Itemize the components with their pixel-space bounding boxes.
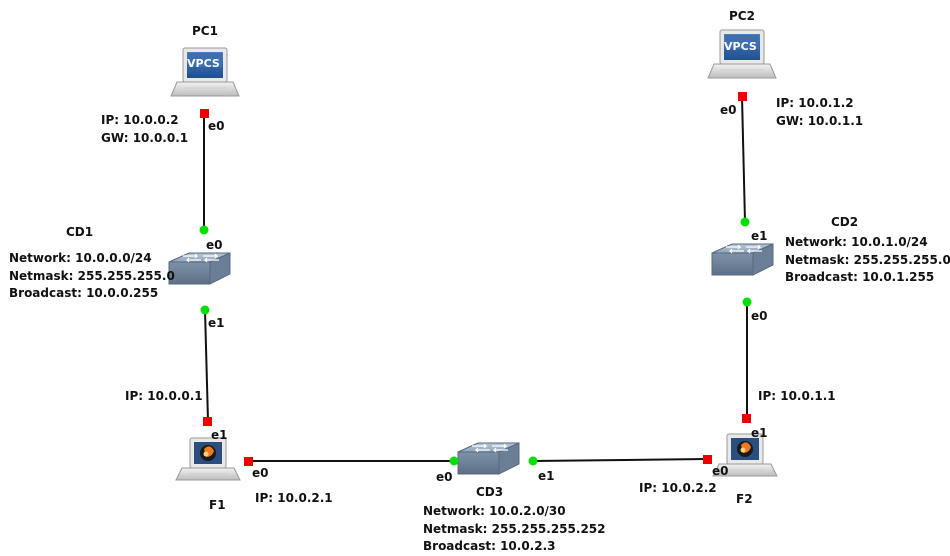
cd3-info: Network: 10.0.2.0/30 Netmask: 255.255.25…	[423, 503, 606, 556]
cd3-netmask: Netmask: 255.255.255.252	[423, 521, 606, 536]
cd3-switch[interactable]	[457, 442, 520, 475]
cd1-info: Network: 10.0.0.0/24 Netmask: 255.255.25…	[9, 250, 175, 303]
cd2-info: Network: 10.0.1.0/24 Netmask: 255.255.25…	[785, 234, 950, 287]
pc2-node[interactable]	[707, 29, 777, 79]
port-status-stopped	[738, 92, 747, 101]
pc2-info: IP: 10.0.1.2 GW: 10.0.1.1	[776, 95, 863, 130]
port-status-started	[528, 456, 538, 466]
port-label: e0	[252, 466, 269, 480]
port-status-stopped	[200, 109, 209, 118]
port-label: e1	[208, 316, 225, 330]
port-label: e0	[206, 238, 223, 252]
f1-ip-e0: IP: 10.0.2.1	[255, 491, 333, 505]
pc1-info: IP: 10.0.0.2 GW: 10.0.0.1	[101, 112, 188, 147]
pc1-ip: IP: 10.0.0.2	[101, 113, 179, 127]
port-label: e1	[751, 229, 768, 243]
pc2-name: PC2	[729, 9, 755, 23]
pc1-name: PC1	[192, 24, 218, 38]
pc2-gw: GW: 10.0.1.1	[776, 113, 864, 128]
links-layer	[203, 96, 748, 462]
port-status-started	[199, 225, 209, 235]
pc2-vpcs-badge: VPCS	[724, 40, 757, 53]
port-status-stopped	[742, 414, 751, 423]
cd2-broadcast: Broadcast: 10.0.1.255	[785, 270, 935, 284]
pc2-ip: IP: 10.0.1.2	[776, 96, 854, 110]
cd2-network: Network: 10.0.1.0/24	[785, 235, 928, 249]
cd3-broadcast: Broadcast: 10.0.2.3	[423, 539, 556, 553]
f2-ip-e1: IP: 10.0.1.1	[758, 389, 836, 403]
port-label: e1	[751, 426, 768, 440]
port-status-stopped	[203, 417, 212, 426]
cd1-broadcast: Broadcast: 10.0.0.255	[9, 286, 159, 300]
cd2-name: CD2	[831, 215, 859, 229]
f1-ip-e1: IP: 10.0.0.1	[125, 389, 203, 403]
port-status-stopped	[703, 455, 712, 464]
port-label: e1	[211, 428, 228, 442]
port-markers	[199, 92, 752, 466]
cd1-network: Network: 10.0.0.0/24	[9, 251, 152, 265]
f2-ip-e0: IP: 10.0.2.2	[639, 481, 717, 495]
port-status-stopped	[244, 457, 253, 466]
cd2-netmask: Netmask: 255.255.255.0	[785, 252, 950, 267]
cd1-netmask: Netmask: 255.255.255.0	[9, 268, 175, 283]
cd1-name: CD1	[66, 225, 94, 239]
link-cd2-pc2[interactable]	[741, 96, 746, 223]
port-label: e1	[538, 469, 555, 483]
cd1-switch[interactable]	[168, 252, 231, 285]
port-label: e0	[720, 103, 737, 117]
link-cd1-f1[interactable]	[204, 309, 209, 422]
pc1-vpcs-badge: VPCS	[187, 57, 220, 70]
cd2-switch[interactable]	[711, 243, 774, 276]
port-status-started	[449, 456, 459, 466]
f2-name: F2	[736, 492, 753, 506]
port-label: e0	[436, 470, 453, 484]
f1-name: F1	[209, 498, 226, 512]
cd3-network: Network: 10.0.2.0/30	[423, 504, 566, 518]
pc1-gw: GW: 10.0.0.1	[101, 130, 189, 145]
port-status-started	[740, 217, 750, 227]
cd3-name: CD3	[476, 485, 504, 499]
port-label: e0	[712, 464, 729, 478]
port-status-started	[200, 305, 210, 315]
port-label: e0	[751, 309, 768, 323]
link-cd3-f2[interactable]	[532, 458, 708, 462]
port-label: e0	[208, 119, 225, 133]
port-status-started	[742, 297, 752, 307]
pc1-node[interactable]	[170, 47, 240, 97]
f1-router[interactable]	[175, 437, 241, 481]
